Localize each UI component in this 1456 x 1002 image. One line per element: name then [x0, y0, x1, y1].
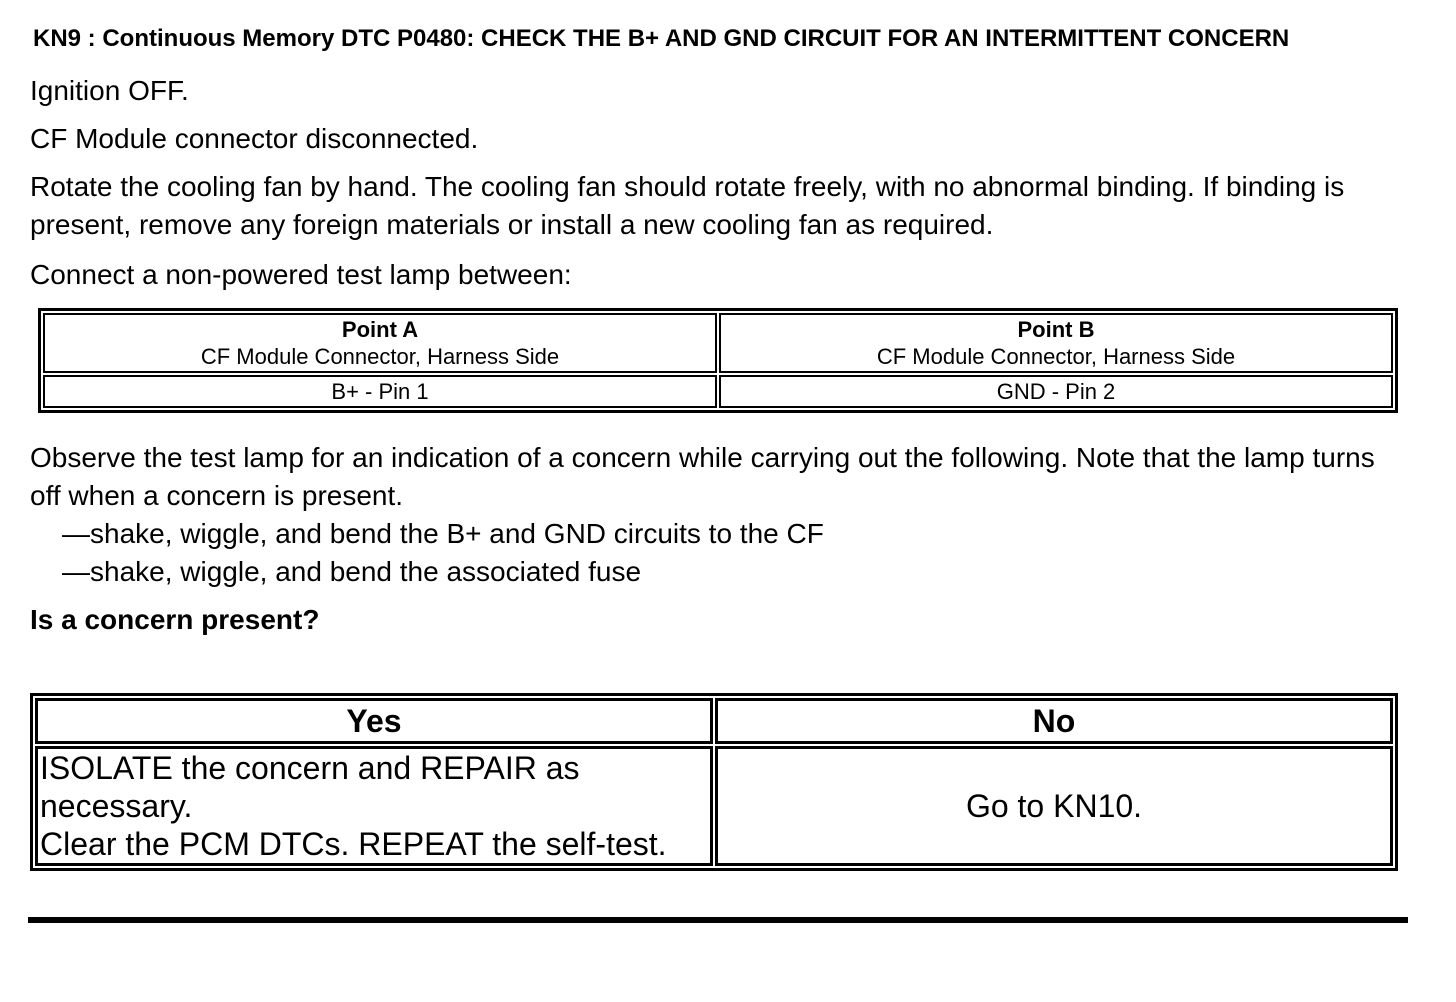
observe-actions-list: —shake, wiggle, and bend the B+ and GND …: [30, 515, 1392, 591]
point-b-subtitle: CF Module Connector, Harness Side: [876, 344, 1236, 369]
table-row: ISOLATE the concern and REPAIR as necess…: [35, 746, 1393, 866]
table-row: B+ - Pin 1 GND - Pin 2: [43, 375, 1393, 408]
step-connector-disconnected: CF Module connector disconnected.: [30, 123, 479, 154]
point-b-pin-cell: GND - Pin 2: [719, 375, 1393, 408]
no-action-cell: Go to KN10.: [715, 746, 1393, 866]
yes-action-sentence-2: Clear the PCM DTCs. REPEAT the self-test…: [40, 826, 667, 862]
point-a-subtitle: CF Module Connector, Harness Side: [200, 344, 560, 369]
yes-action-sentence-1: ISOLATE the concern and REPAIR as necess…: [40, 750, 580, 824]
yes-no-decision-table: Yes No ISOLATE the concern and REPAIR as…: [30, 693, 1398, 871]
point-b-title: Point B: [1017, 317, 1095, 342]
observe-note: Observe the test lamp for an indication …: [30, 442, 1375, 511]
point-b-header-cell: Point B CF Module Connector, Harness Sid…: [719, 313, 1393, 373]
yes-header-cell: Yes: [35, 698, 713, 744]
procedure-heading: KN9 : Continuous Memory DTC P0480: CHECK…: [33, 25, 1290, 52]
page-bottom-divider: [28, 917, 1408, 923]
table-row: Point A CF Module Connector, Harness Sid…: [43, 313, 1393, 373]
list-item: —shake, wiggle, and bend the associated …: [62, 556, 642, 587]
no-header-cell: No: [715, 698, 1393, 744]
table-row: Yes No: [35, 698, 1393, 744]
step-ignition-off: Ignition OFF.: [30, 75, 189, 106]
test-lamp-connection-table: Point A CF Module Connector, Harness Sid…: [38, 308, 1398, 413]
point-a-pin-cell: B+ - Pin 1: [43, 375, 717, 408]
point-a-title: Point A: [341, 317, 419, 342]
step-connect-test-lamp: Connect a non-powered test lamp between:: [30, 259, 572, 290]
point-a-header-cell: Point A CF Module Connector, Harness Sid…: [43, 313, 717, 373]
list-item: —shake, wiggle, and bend the B+ and GND …: [62, 518, 824, 549]
yes-action-cell: ISOLATE the concern and REPAIR as necess…: [35, 746, 713, 866]
diagnostic-procedure-page: KN9 : Continuous Memory DTC P0480: CHECK…: [28, 25, 1408, 923]
step-rotate-fan: Rotate the cooling fan by hand. The cool…: [30, 171, 1345, 240]
concern-question: Is a concern present?: [30, 604, 320, 635]
